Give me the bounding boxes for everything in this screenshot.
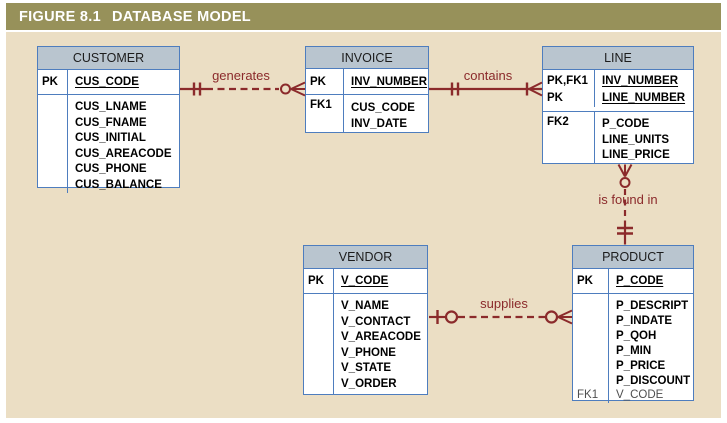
figure-title-bar: FIGURE 8.1 DATABASE MODEL: [6, 3, 721, 30]
entity-product-pk-row: PK P_CODE: [573, 269, 693, 294]
entity-invoice-pk-row: PK INV_NUMBER: [306, 69, 428, 95]
entity-invoice-header: INVOICE: [306, 47, 428, 69]
entity-customer-pk-row: PK CUS_CODE: [38, 70, 179, 95]
entity-customer-header: CUSTOMER: [38, 47, 179, 70]
pk-attribute: V_CODE: [341, 275, 389, 287]
pk-label: PK: [573, 269, 609, 293]
key-column-spacer: [38, 95, 68, 193]
pk-attribute: CUS_CODE: [75, 76, 139, 88]
pk-label: PK: [306, 69, 344, 94]
fk-attribute: V_CODE: [616, 389, 664, 402]
entity-product-title: PRODUCT: [602, 250, 664, 264]
entity-customer-title: CUSTOMER: [72, 51, 145, 65]
figure-label: FIGURE 8.1: [19, 8, 101, 25]
key-column-spacer: [304, 294, 334, 394]
pk-attribute: P_CODE: [616, 275, 664, 287]
entity-product-header: PRODUCT: [573, 246, 693, 269]
fk-label: FK2: [543, 112, 595, 164]
entity-line-header: LINE: [543, 47, 693, 70]
fk-label: FK1: [306, 95, 344, 132]
fk-label: FK1: [577, 389, 599, 402]
relationship-label-supplies: supplies: [480, 296, 528, 311]
pk-label: PK: [304, 269, 334, 293]
entity-vendor-pk-row: PK V_CODE: [304, 269, 427, 294]
entity-invoice-title: INVOICE: [341, 50, 393, 65]
figure-title: DATABASE MODEL: [111, 8, 251, 25]
pk-attribute: INV_NUMBER: [351, 75, 428, 88]
entity-line-title: LINE: [604, 51, 632, 65]
relationship-label-generates: generates: [212, 68, 270, 83]
entity-vendor-header: VENDOR: [304, 246, 427, 269]
entity-vendor-title: VENDOR: [338, 250, 393, 264]
relationship-label-contains: contains: [463, 68, 513, 83]
relationship-label-is-found-in: is found in: [598, 192, 658, 207]
pk-label: PK: [38, 70, 68, 94]
